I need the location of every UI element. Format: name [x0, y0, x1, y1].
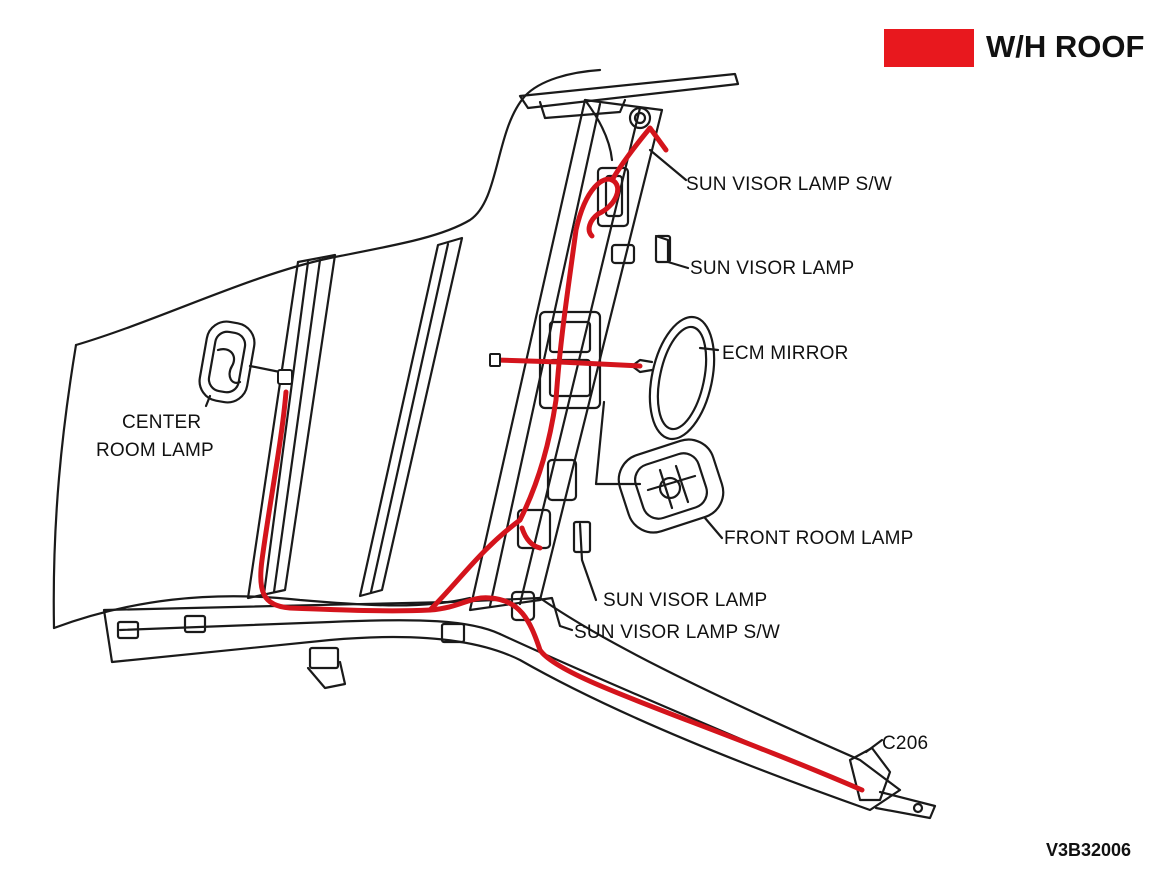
- label-ecm-mirror: ECM MIRROR: [722, 343, 849, 364]
- leader-front-room-lamp: [703, 516, 724, 540]
- harness-top-lamp-branch: [609, 125, 669, 183]
- ecm-mirror-shape: [648, 315, 716, 441]
- front-room-lamp-shape: [617, 438, 725, 534]
- roof-harness-route: [258, 125, 865, 793]
- label-sun-visor-lamp-top: SUN VISOR LAMP: [690, 258, 855, 279]
- label-sun-visor-lamp-bottom: SUN VISOR LAMP: [603, 590, 768, 611]
- roof-panel-outline: [74, 68, 602, 347]
- figure-code: V3B32006: [1046, 840, 1132, 860]
- leader-ecm-mirror: [698, 346, 720, 352]
- legend-label: W/H ROOF: [986, 29, 1145, 64]
- label-center-room-lamp-line2: ROOM LAMP: [96, 440, 214, 461]
- leader-c206: [864, 738, 884, 754]
- mid-roof-bow: [358, 236, 464, 598]
- leader-sun-visor-lamp-sw-top: [648, 148, 688, 182]
- legend-swatch: [884, 29, 974, 67]
- harness-windshield-branch: [427, 176, 621, 613]
- label-sun-visor-lamp-sw-bottom: SUN VISOR LAMP S/W: [574, 622, 780, 643]
- label-c206-connector: C206: [882, 733, 929, 754]
- roof-left-edge: [52, 343, 78, 630]
- harness-lower-visor-branch: [519, 525, 543, 551]
- harness-mirror-branch: [493, 357, 643, 369]
- leader-sun-visor-lamp-bottom: [578, 522, 598, 602]
- leader-center-room-lamp: [204, 394, 212, 408]
- leader-sun-visor-lamp-sw-bottom: [536, 596, 574, 632]
- center-roof-bow: [246, 253, 337, 600]
- label-front-room-lamp: FRONT ROOM LAMP: [724, 528, 914, 549]
- front-header-rail: [518, 72, 740, 110]
- roof-bottom-edge: [52, 595, 472, 630]
- label-sun-visor-lamp-sw-top: SUN VISOR LAMP S/W: [686, 174, 892, 195]
- leader-sun-visor-lamp-top: [654, 234, 690, 270]
- harness-main-run: [258, 389, 865, 793]
- label-center-room-lamp-line1: CENTER: [122, 412, 202, 433]
- front-lower-rail: [102, 596, 902, 812]
